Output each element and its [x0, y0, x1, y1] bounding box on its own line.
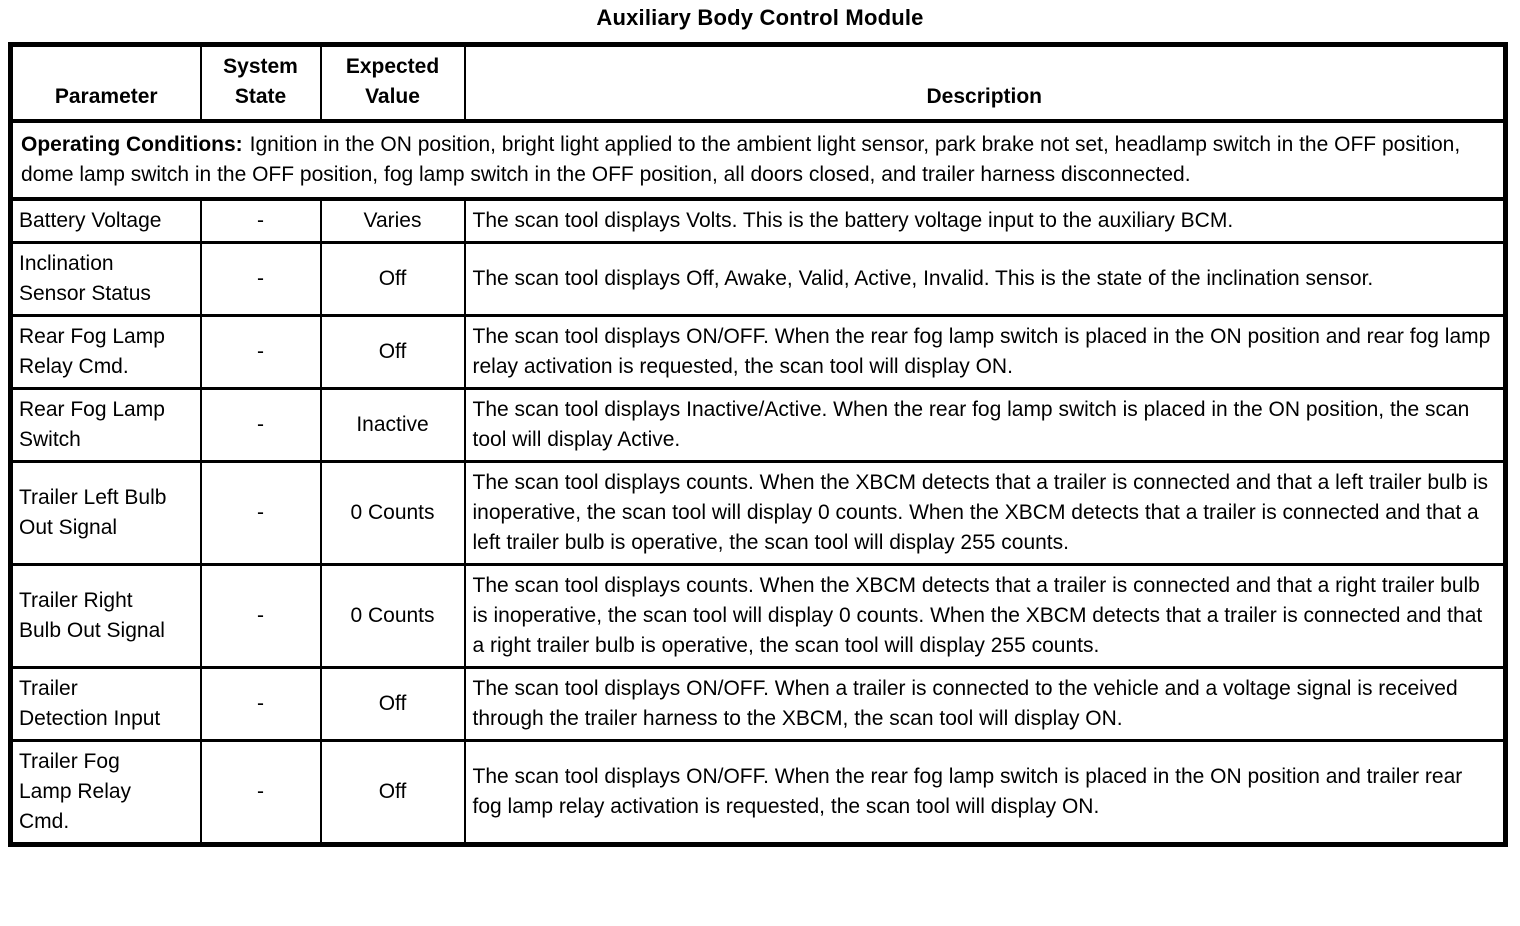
table-row: Rear Fog Lamp Switch - Inactive The scan…: [9, 387, 1507, 463]
system-state-cell: -: [199, 241, 322, 317]
operating-conditions-text: Ignition in the ON position, bright ligh…: [21, 133, 1461, 186]
description-cell: The scan tool displays Volts. This is th…: [463, 197, 1507, 244]
system-state-cell: -: [199, 314, 322, 390]
table-row: Battery Voltage - Varies The scan tool d…: [9, 197, 1507, 244]
header-parameter: Parameter: [9, 43, 202, 123]
table-header: Parameter System State Expected Value De…: [9, 43, 1507, 123]
parameter-table: Parameter System State Expected Value De…: [8, 42, 1508, 847]
table-body: Operating Conditions:Ignition in the ON …: [9, 119, 1507, 846]
description-cell: The scan tool displays counts. When the …: [463, 563, 1507, 669]
param-cell: Inclination Sensor Status: [9, 241, 202, 317]
expected-value-cell: 0 Counts: [319, 563, 466, 669]
param-cell: Trailer Detection Input: [9, 666, 202, 742]
system-state-cell: -: [199, 563, 322, 669]
system-state-cell: -: [199, 666, 322, 742]
table-row: Trailer Detection Input - Off The scan t…: [9, 666, 1507, 742]
table-row: Trailer Fog Lamp Relay Cmd. - Off The sc…: [9, 739, 1507, 846]
operating-conditions-label: Operating Conditions:: [21, 133, 243, 156]
param-cell: Battery Voltage: [9, 197, 202, 244]
expected-value-cell: Off: [319, 241, 466, 317]
description-cell: The scan tool displays counts. When the …: [463, 460, 1507, 566]
param-cell: Trailer Left Bulb Out Signal: [9, 460, 202, 566]
param-cell: Trailer Right Bulb Out Signal: [9, 563, 202, 669]
description-cell: The scan tool displays ON/OFF. When the …: [463, 739, 1507, 846]
description-cell: The scan tool displays Inactive/Active. …: [463, 387, 1507, 463]
param-cell: Trailer Fog Lamp Relay Cmd.: [9, 739, 202, 846]
expected-value-cell: Off: [319, 739, 466, 846]
system-state-cell: -: [199, 460, 322, 566]
expected-value-cell: Inactive: [319, 387, 466, 463]
table-row: Rear Fog Lamp Relay Cmd. - Off The scan …: [9, 314, 1507, 390]
header-description: Description: [463, 43, 1507, 123]
param-cell: Rear Fog Lamp Relay Cmd.: [9, 314, 202, 390]
param-cell: Rear Fog Lamp Switch: [9, 387, 202, 463]
system-state-cell: -: [199, 387, 322, 463]
header-expected-value: Expected Value: [319, 43, 466, 123]
system-state-cell: -: [199, 739, 322, 846]
table-row: Trailer Right Bulb Out Signal - 0 Counts…: [9, 563, 1507, 669]
expected-value-cell: Varies: [319, 197, 466, 244]
header-system-state: System State: [199, 43, 322, 123]
table-row: Inclination Sensor Status - Off The scan…: [9, 241, 1507, 317]
operating-conditions-row: Operating Conditions:Ignition in the ON …: [9, 119, 1507, 201]
page-title: Auxiliary Body Control Module: [596, 5, 924, 30]
description-cell: The scan tool displays ON/OFF. When the …: [463, 314, 1507, 390]
header-row: Parameter System State Expected Value De…: [9, 43, 1507, 123]
operating-conditions-cell: Operating Conditions:Ignition in the ON …: [9, 119, 1507, 201]
description-cell: The scan tool displays Off, Awake, Valid…: [463, 241, 1507, 317]
expected-value-cell: 0 Counts: [319, 460, 466, 566]
expected-value-cell: Off: [319, 314, 466, 390]
expected-value-cell: Off: [319, 666, 466, 742]
table-row: Trailer Left Bulb Out Signal - 0 Counts …: [9, 460, 1507, 566]
description-cell: The scan tool displays ON/OFF. When a tr…: [463, 666, 1507, 742]
system-state-cell: -: [199, 197, 322, 244]
